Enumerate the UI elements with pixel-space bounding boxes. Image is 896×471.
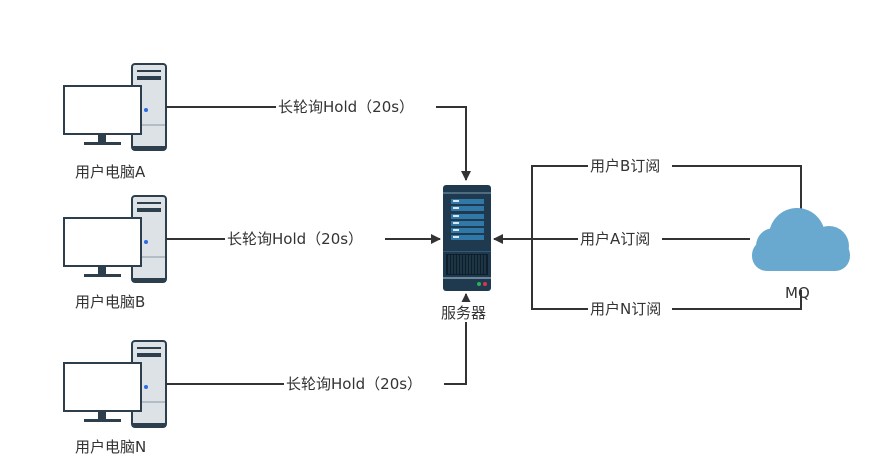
server-icon (443, 185, 491, 291)
subscription-a: 用户A订阅 (578, 229, 662, 249)
subscription-label: 用户N订阅 (590, 300, 661, 318)
client-pc-n: 用户电脑N (63, 340, 167, 456)
subscription-label: 用户B订阅 (590, 157, 660, 175)
edge-client-n-to-server: 长轮询Hold（20s） (166, 293, 471, 394)
subscription-b: 用户B订阅 (588, 156, 672, 176)
subscription-n: 用户N订阅 (588, 299, 672, 319)
edge-label: 长轮询Hold（20s） (286, 375, 422, 393)
server-label: 服务器 (441, 304, 486, 322)
client-pc-a: 用户电脑A (63, 63, 167, 181)
cloud-icon (752, 208, 850, 271)
mq: MQ (752, 208, 850, 302)
client-label: 用户电脑N (75, 438, 146, 456)
subscription-edges: 用户B订阅 用户A订阅 用户N订阅 (493, 156, 802, 319)
edge-label: 长轮询Hold（20s） (278, 98, 414, 116)
computer-icon (63, 195, 167, 283)
edge-client-b-to-server: 长轮询Hold（20s） (166, 229, 441, 249)
client-label: 用户电脑A (75, 163, 146, 181)
edge-label: 长轮询Hold（20s） (227, 230, 363, 248)
server: 服务器 (440, 185, 494, 322)
client-pc-b: 用户电脑B (63, 195, 167, 311)
subscription-label: 用户A订阅 (580, 230, 650, 248)
client-label: 用户电脑B (75, 293, 145, 311)
computer-icon (63, 340, 167, 428)
edge-client-a-to-server: 长轮询Hold（20s） (166, 97, 471, 181)
computer-icon (63, 63, 167, 151)
mq-label: MQ (785, 284, 810, 302)
